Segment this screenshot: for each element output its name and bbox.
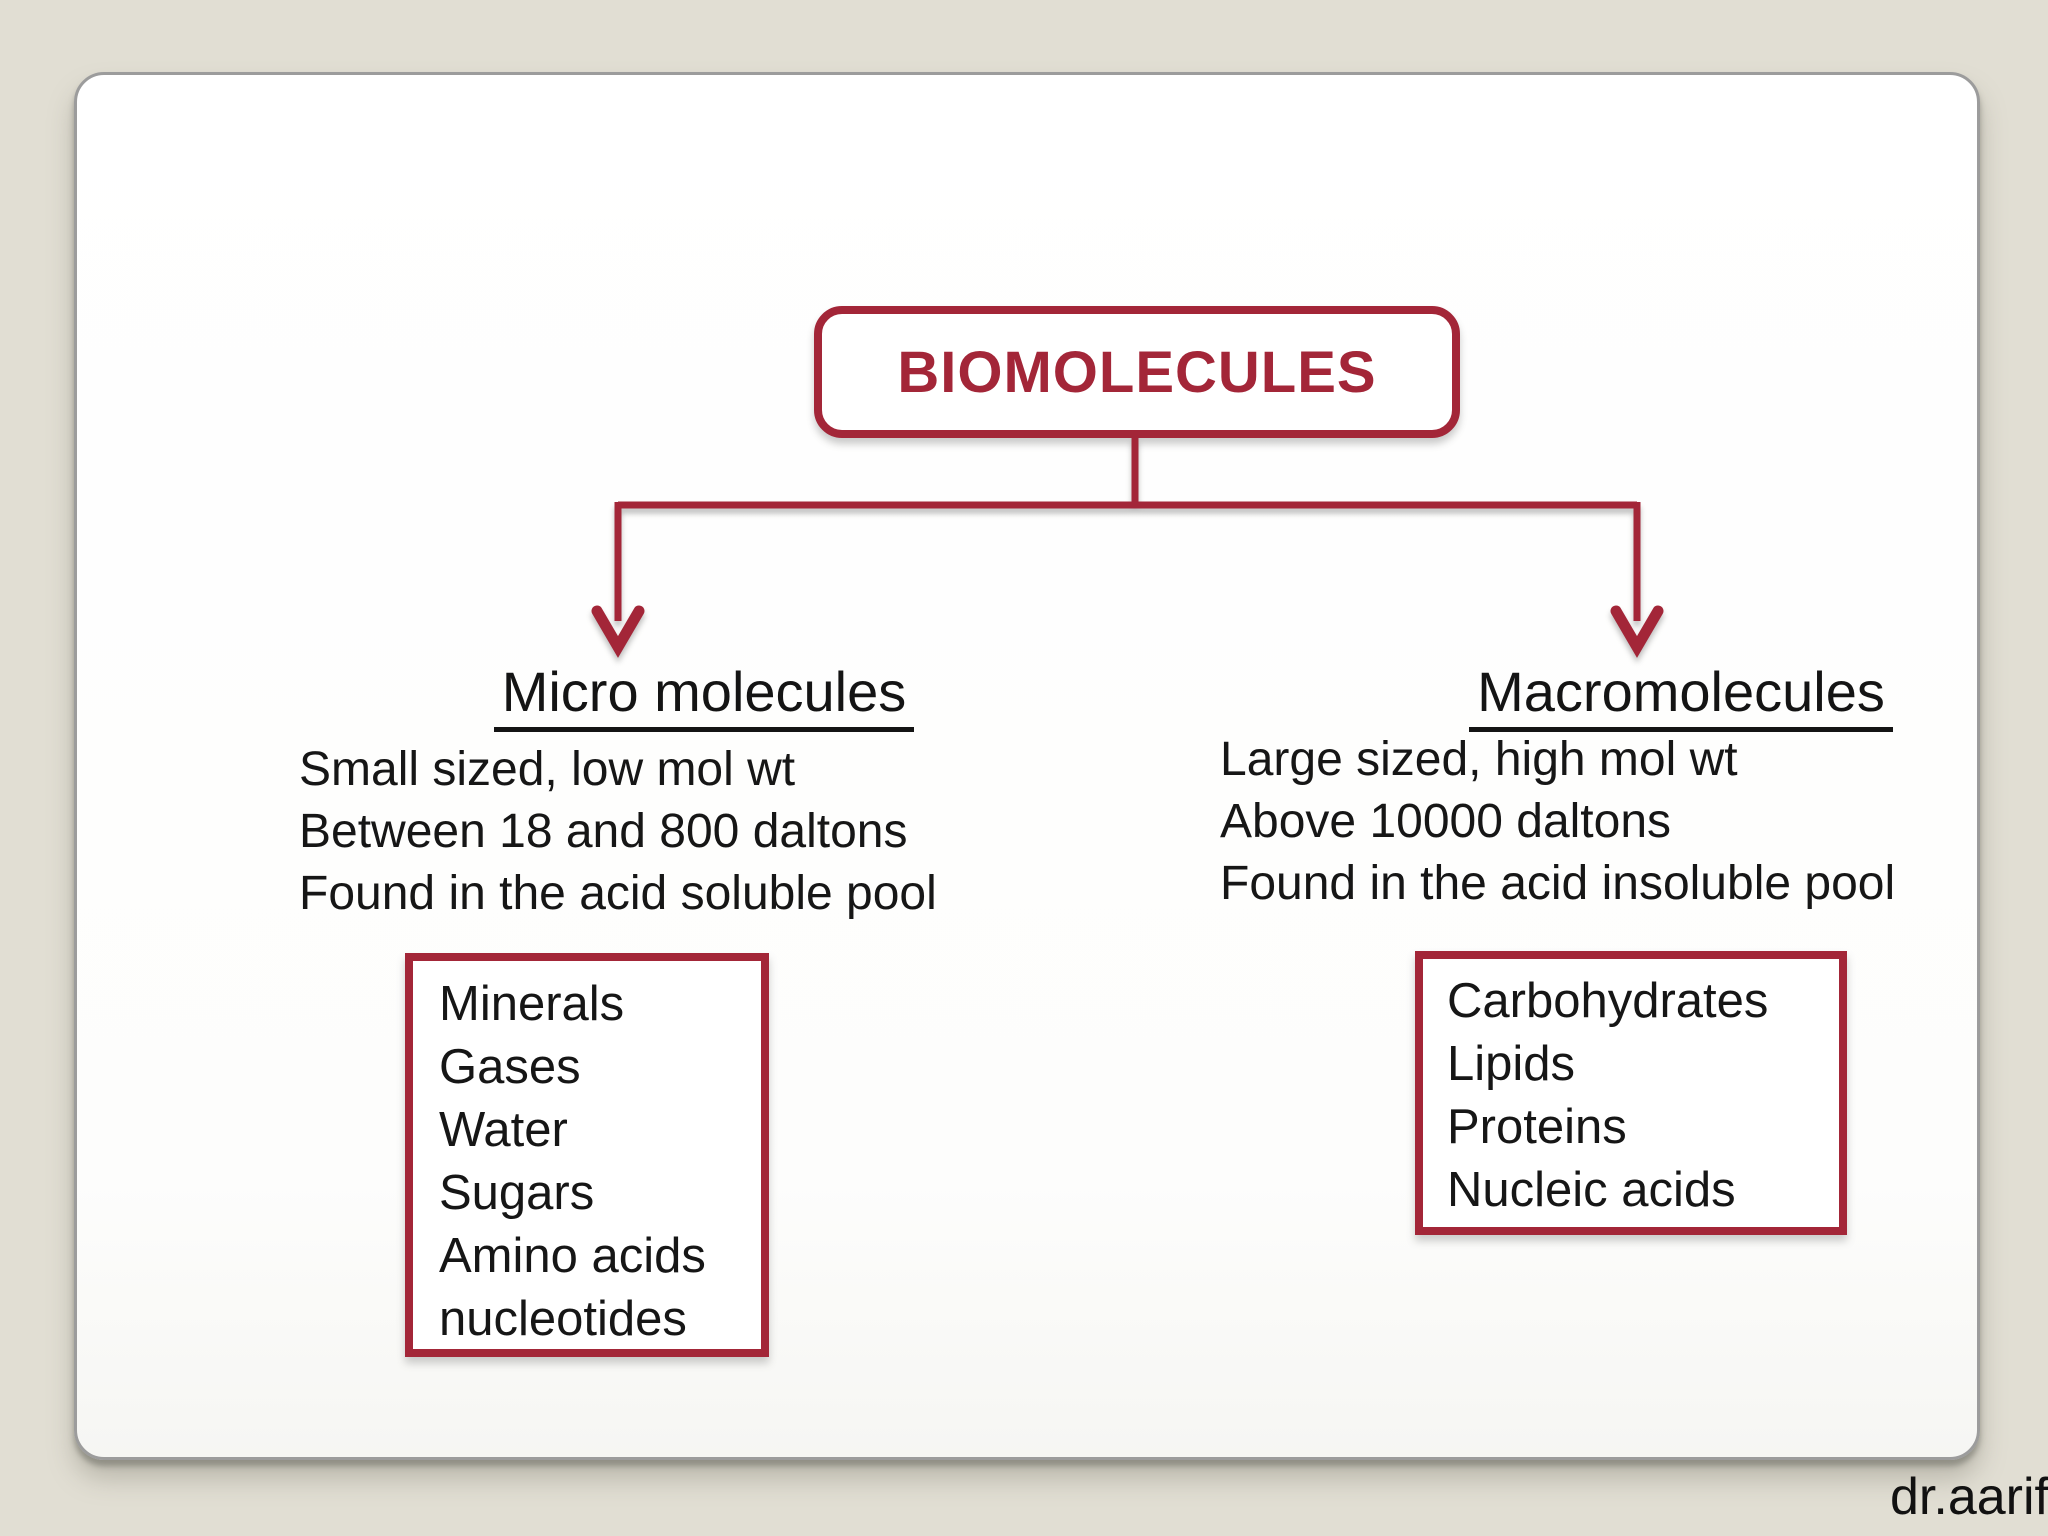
micro-example-item: Amino acids <box>439 1229 706 1283</box>
arrowhead-down-right-icon <box>1610 605 1664 658</box>
macro-example-item: Carbohydrates <box>1447 974 1769 1028</box>
micro-description: Small sized, low mol wt Between 18 and 8… <box>299 739 937 925</box>
micro-example-item: Water <box>439 1103 568 1157</box>
author-credit: dr.aarif <box>1890 1468 2048 1526</box>
micro-example-item: Gases <box>439 1040 581 1094</box>
micro-example-item: Minerals <box>439 977 625 1031</box>
micro-molecules-heading-text: Micro molecules <box>493 659 915 732</box>
micro-description-line-2: Between 18 and 800 daltons <box>299 805 908 858</box>
macro-example-item: Proteins <box>1447 1100 1627 1154</box>
macro-example-item: Lipids <box>1447 1037 1576 1091</box>
macro-description-line-3: Found in the acid insoluble pool <box>1220 857 1896 910</box>
root-node-label: BIOMOLECULES <box>897 339 1377 405</box>
micro-description-line-1: Small sized, low mol wt <box>299 743 796 796</box>
macro-description: Large sized, high mol wt Above 10000 dal… <box>1220 729 1895 915</box>
macro-example-item: Nucleic acids <box>1447 1163 1736 1217</box>
micro-examples-box: Minerals Gases Water Sugars Amino acids … <box>405 953 769 1357</box>
micro-molecules-heading: Micro molecules <box>404 659 1004 732</box>
macromolecules-heading: Macromolecules <box>1376 659 1986 732</box>
arrowhead-down-left-icon <box>591 605 645 658</box>
root-node-biomolecules: BIOMOLECULES <box>814 306 1460 438</box>
micro-example-item: Sugars <box>439 1166 595 1220</box>
micro-description-line-3: Found in the acid soluble pool <box>299 867 937 920</box>
macro-examples-box: Carbohydrates Lipids Proteins Nucleic ac… <box>1415 951 1847 1235</box>
macro-description-line-2: Above 10000 daltons <box>1220 795 1672 848</box>
macromolecules-heading-text: Macromolecules <box>1469 659 1893 732</box>
micro-example-item: nucleotides <box>439 1292 687 1346</box>
slide-card: BIOMOLECULES Micro molecules Macromolecu… <box>74 72 2048 1526</box>
macro-description-line-1: Large sized, high mol wt <box>1220 733 1738 786</box>
